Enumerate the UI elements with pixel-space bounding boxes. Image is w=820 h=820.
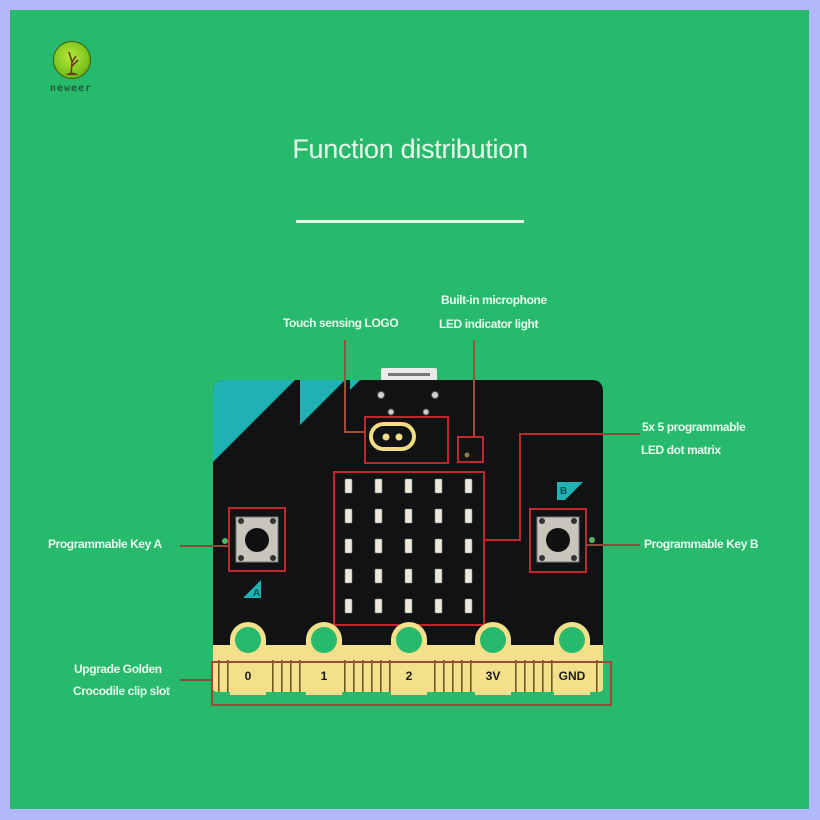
led	[344, 538, 353, 554]
led	[404, 538, 413, 554]
label-clip-line2: Crocodile clip slot	[73, 684, 170, 698]
led	[434, 598, 443, 614]
pin-label: 0	[245, 669, 252, 683]
led	[434, 508, 443, 524]
led	[464, 598, 473, 614]
led	[404, 568, 413, 584]
led	[344, 508, 353, 524]
button-b-letter: B	[560, 486, 567, 497]
label-key-a: Programmable Key A	[48, 537, 162, 551]
led	[374, 568, 383, 584]
label-clip-line1: Upgrade Golden	[74, 662, 162, 676]
led	[344, 568, 353, 584]
led	[404, 598, 413, 614]
microphone-hole	[464, 452, 470, 458]
led	[434, 478, 443, 494]
pin-label: 2	[406, 669, 413, 683]
button-b-marker-icon	[557, 482, 583, 500]
led	[374, 508, 383, 524]
button-a-highlight	[228, 507, 286, 572]
pin-hole	[480, 627, 506, 653]
button-a-letter: A	[253, 588, 260, 599]
pin-hole	[559, 627, 585, 653]
led	[404, 478, 413, 494]
edge-connector: 0 1 2 3V GND	[213, 622, 603, 695]
teal-corner-shape	[300, 380, 345, 425]
leader-line-logo	[344, 340, 365, 433]
teal-corner-shape	[213, 380, 295, 462]
label-microphone: Built-in microphone	[441, 293, 547, 307]
button-b-highlight	[529, 508, 587, 573]
led	[344, 478, 353, 494]
pin-hole	[396, 627, 422, 653]
pin-label: 1	[321, 669, 328, 683]
page-title: Function distribution	[292, 134, 528, 164]
touch-logo-highlight	[364, 416, 449, 464]
touch-logo[interactable]	[369, 422, 416, 451]
pin-hole	[235, 627, 261, 653]
pin-label: 3V	[486, 669, 501, 683]
label-matrix-line2: LED dot matrix	[641, 443, 721, 457]
label-matrix-line1: 5x 5 programmable	[642, 420, 746, 434]
brand-name: neweer	[49, 83, 93, 94]
title-divider	[296, 220, 524, 223]
label-led-indicator: LED indicator light	[439, 317, 539, 331]
led	[434, 538, 443, 554]
pin-label: GND	[559, 669, 586, 683]
led	[464, 508, 473, 524]
label-key-b: Programmable Key B	[644, 537, 759, 551]
led-matrix	[344, 478, 473, 614]
mic-led-highlight	[457, 436, 484, 463]
led	[434, 568, 443, 584]
led	[404, 508, 413, 524]
brand-logo-icon	[53, 41, 91, 79]
led	[374, 478, 383, 494]
edge-connector-highlight	[211, 661, 612, 706]
led	[464, 538, 473, 554]
pin-hole	[311, 627, 337, 653]
led	[374, 538, 383, 554]
led	[374, 598, 383, 614]
led	[464, 478, 473, 494]
button-a-marker-icon	[243, 580, 261, 598]
label-touch-logo: Touch sensing LOGO	[283, 316, 399, 330]
led	[464, 568, 473, 584]
led	[344, 598, 353, 614]
